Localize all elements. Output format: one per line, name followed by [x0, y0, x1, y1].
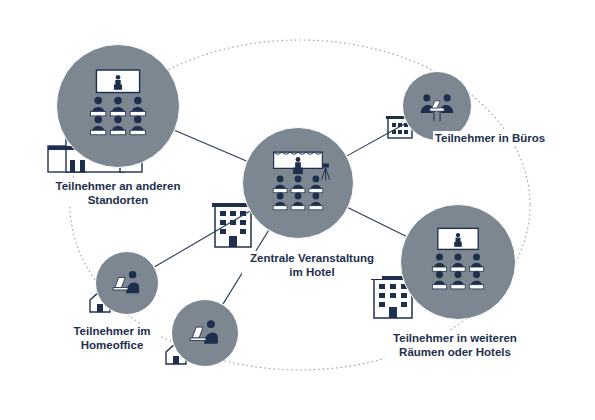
connector-line	[175, 130, 247, 161]
people-icon	[273, 152, 329, 210]
hotel-building	[212, 203, 254, 247]
node-label: Teilnehmer im Homeoffice	[64, 324, 160, 352]
node-label: Zentrale Veranstaltung im Hotel	[242, 251, 382, 279]
circle-fill	[57, 45, 180, 168]
people-icon	[190, 320, 218, 344]
node-label: Teilnehmer in weiteren Räumen oder Hotel…	[385, 331, 525, 359]
connector-line	[348, 208, 406, 237]
circle-shape	[242, 127, 354, 239]
circle-shape	[56, 44, 180, 168]
participant-circle: Zentrale Veranstaltung im Hotel	[242, 127, 354, 239]
participant-circle: Teilnehmer an anderen Standorten	[56, 44, 180, 168]
people-icon	[432, 228, 483, 289]
participant-circle: Teilnehmer im Homeoffice	[95, 251, 159, 315]
circle-shape	[95, 251, 159, 315]
circle-shape	[171, 299, 239, 367]
node-label: Teilnehmer an anderen Standorten	[48, 179, 188, 207]
participant-circle: Teilnehmer in Büros	[402, 71, 472, 141]
connector-line	[347, 123, 406, 156]
circle-fill	[96, 252, 159, 315]
circle-fill	[401, 205, 516, 320]
people-icon	[91, 70, 146, 135]
participant-circle: Teilnehmer in weiteren Räumen oder Hotel…	[400, 204, 516, 320]
people-icon	[421, 94, 453, 121]
connector-line	[155, 211, 250, 267]
participant-circle	[171, 299, 239, 367]
circle-shape	[400, 204, 516, 320]
node-label: Teilnehmer in Büros	[433, 131, 547, 145]
circle-fill	[243, 128, 354, 239]
circle-fill	[172, 300, 239, 367]
people-icon	[113, 271, 139, 293]
